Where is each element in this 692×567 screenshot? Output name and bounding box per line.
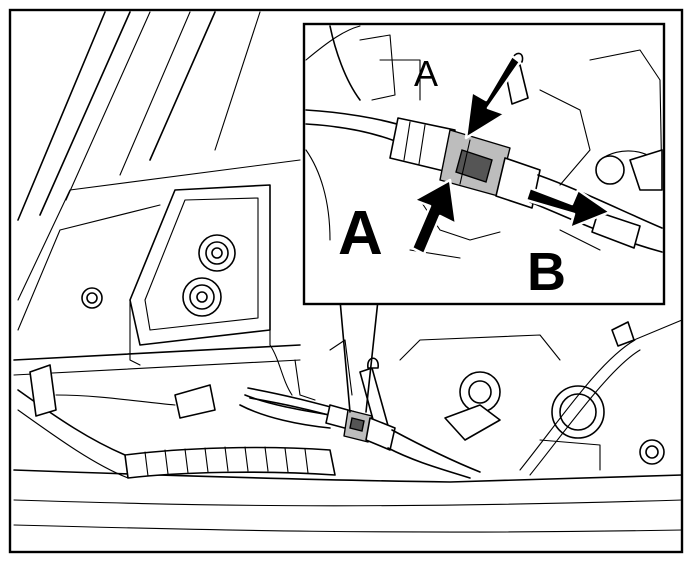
left-bolt bbox=[81, 287, 103, 309]
label-small-a: A bbox=[414, 53, 438, 94]
leader-line-left bbox=[339, 299, 351, 413]
detail-inset: A A B bbox=[302, 22, 666, 306]
label-b: B bbox=[527, 242, 566, 302]
engine-bay bbox=[13, 11, 683, 533]
mount-nut-lower bbox=[182, 277, 222, 317]
main-harness bbox=[247, 387, 481, 479]
label-big-a: A bbox=[338, 199, 383, 268]
leader-line-right bbox=[365, 299, 379, 413]
pull-arrow bbox=[524, 186, 612, 230]
wiring-loom bbox=[124, 446, 336, 479]
push-arrow-bottom bbox=[410, 178, 458, 256]
mount-nut-upper bbox=[198, 234, 236, 272]
push-arrow-top bbox=[464, 54, 522, 140]
